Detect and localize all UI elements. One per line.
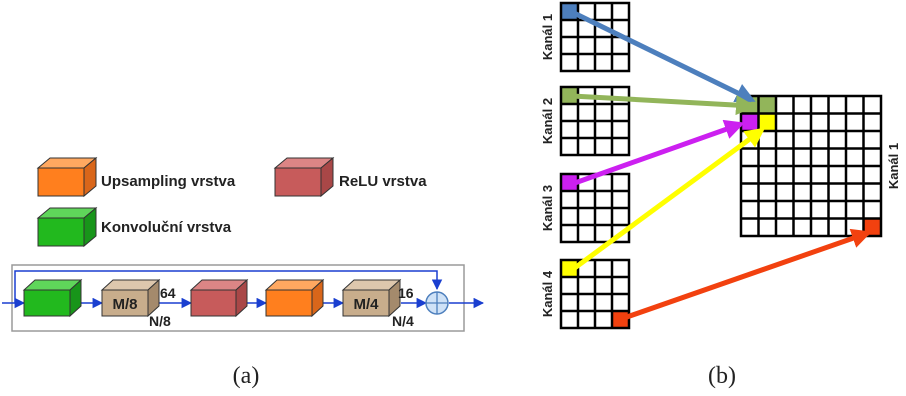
caption-a: (a) bbox=[233, 363, 260, 389]
dim1-bottom: N/8 bbox=[149, 313, 171, 329]
channel-4-label: Kanál 4 bbox=[540, 270, 555, 317]
skip-connection-arrow bbox=[14, 270, 443, 303]
block1-text: M/8 bbox=[112, 296, 137, 313]
channel-2-label: Kanál 2 bbox=[540, 98, 555, 144]
pipeline-conv-block bbox=[22, 278, 83, 318]
legend-upsampling-cube bbox=[36, 156, 98, 198]
input-grid-4 bbox=[559, 258, 631, 330]
arrow-channel-2 bbox=[571, 93, 756, 116]
arrow-channel-4 bbox=[570, 127, 766, 273]
legend-relu-label: ReLU vrstva bbox=[339, 173, 427, 190]
output-grid bbox=[739, 94, 883, 238]
dim2-bottom: N/4 bbox=[392, 313, 414, 329]
pipeline-dims-block-1 bbox=[100, 278, 161, 318]
output-channel-label: Kanál 1 bbox=[886, 143, 901, 189]
arrow-channel-3 bbox=[571, 119, 745, 187]
channel-3-label: Kanál 3 bbox=[540, 185, 555, 231]
dim2-top: 16 bbox=[398, 285, 414, 301]
legend-conv-cube bbox=[36, 206, 98, 248]
pipeline-relu-block bbox=[189, 278, 249, 318]
sum-node-icon bbox=[425, 291, 449, 315]
pipeline-dims-block-2 bbox=[341, 278, 402, 318]
input-grid-2 bbox=[559, 85, 631, 157]
block2-text: M/4 bbox=[353, 296, 379, 313]
input-grid-3 bbox=[559, 172, 631, 244]
dim1-top: 64 bbox=[160, 285, 176, 301]
legend-relu-cube bbox=[273, 156, 335, 198]
caption-b: (b) bbox=[708, 363, 736, 389]
panel-a: Upsampling vrstva ReLU vrstva Konvoluční… bbox=[2, 156, 485, 389]
pipeline-frame bbox=[11, 264, 465, 332]
panel-b: Kanál 1 Kanál 2 Kanál 3 Kanál 4 bbox=[540, 1, 901, 389]
arrow-channel-4-last bbox=[623, 228, 872, 321]
pipeline-upsampling-block bbox=[264, 278, 325, 318]
channel-1-label: Kanál 1 bbox=[540, 14, 555, 60]
arrow-channel-1 bbox=[570, 9, 756, 103]
legend-conv-label: Konvoluční vrstva bbox=[101, 219, 232, 236]
legend-upsampling-label: Upsampling vrstva bbox=[101, 173, 236, 190]
input-grid-1 bbox=[559, 1, 631, 73]
